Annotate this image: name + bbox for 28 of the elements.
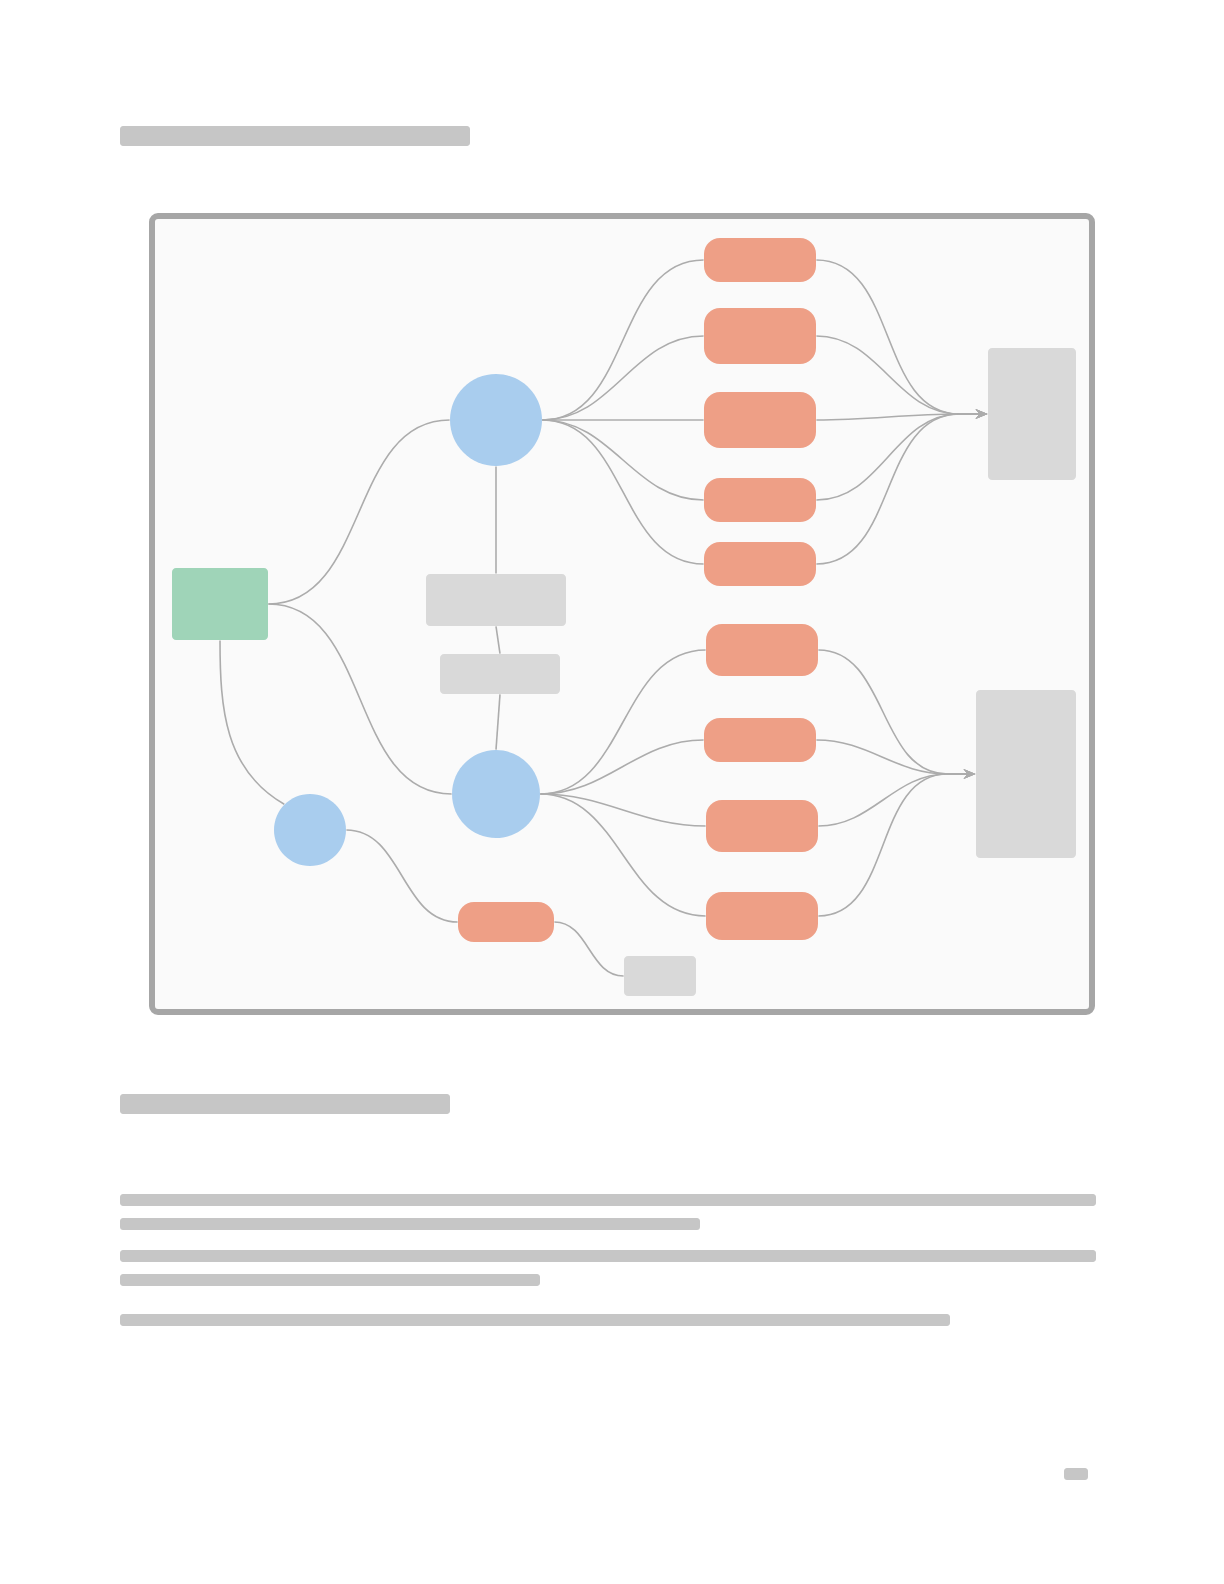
connector-line bbox=[219, 639, 286, 806]
connector-line bbox=[495, 465, 497, 575]
note-box bbox=[988, 348, 1076, 480]
rounded-box bbox=[704, 392, 816, 448]
process-box bbox=[172, 568, 268, 640]
rounded-box bbox=[706, 800, 818, 852]
rounded-box bbox=[706, 892, 818, 940]
note-box bbox=[976, 690, 1076, 858]
rounded-box bbox=[704, 718, 816, 762]
note-box bbox=[426, 574, 566, 626]
connector-line bbox=[539, 793, 707, 917]
rounded-box bbox=[704, 478, 816, 522]
rounded-box bbox=[458, 902, 554, 942]
rounded-box bbox=[704, 238, 816, 282]
rounded-box bbox=[704, 308, 816, 364]
connector-line bbox=[541, 419, 705, 565]
connector-line bbox=[495, 693, 501, 751]
connector-line bbox=[495, 625, 501, 655]
note-box bbox=[624, 956, 696, 996]
rounded-box bbox=[704, 542, 816, 586]
rounded-box bbox=[706, 624, 818, 676]
connector-line bbox=[345, 829, 459, 923]
connector-line bbox=[553, 921, 625, 977]
circle-node bbox=[450, 374, 542, 466]
note-box bbox=[440, 654, 560, 694]
circle-node bbox=[274, 794, 346, 866]
circle-node bbox=[452, 750, 540, 838]
connector-line bbox=[267, 603, 453, 795]
